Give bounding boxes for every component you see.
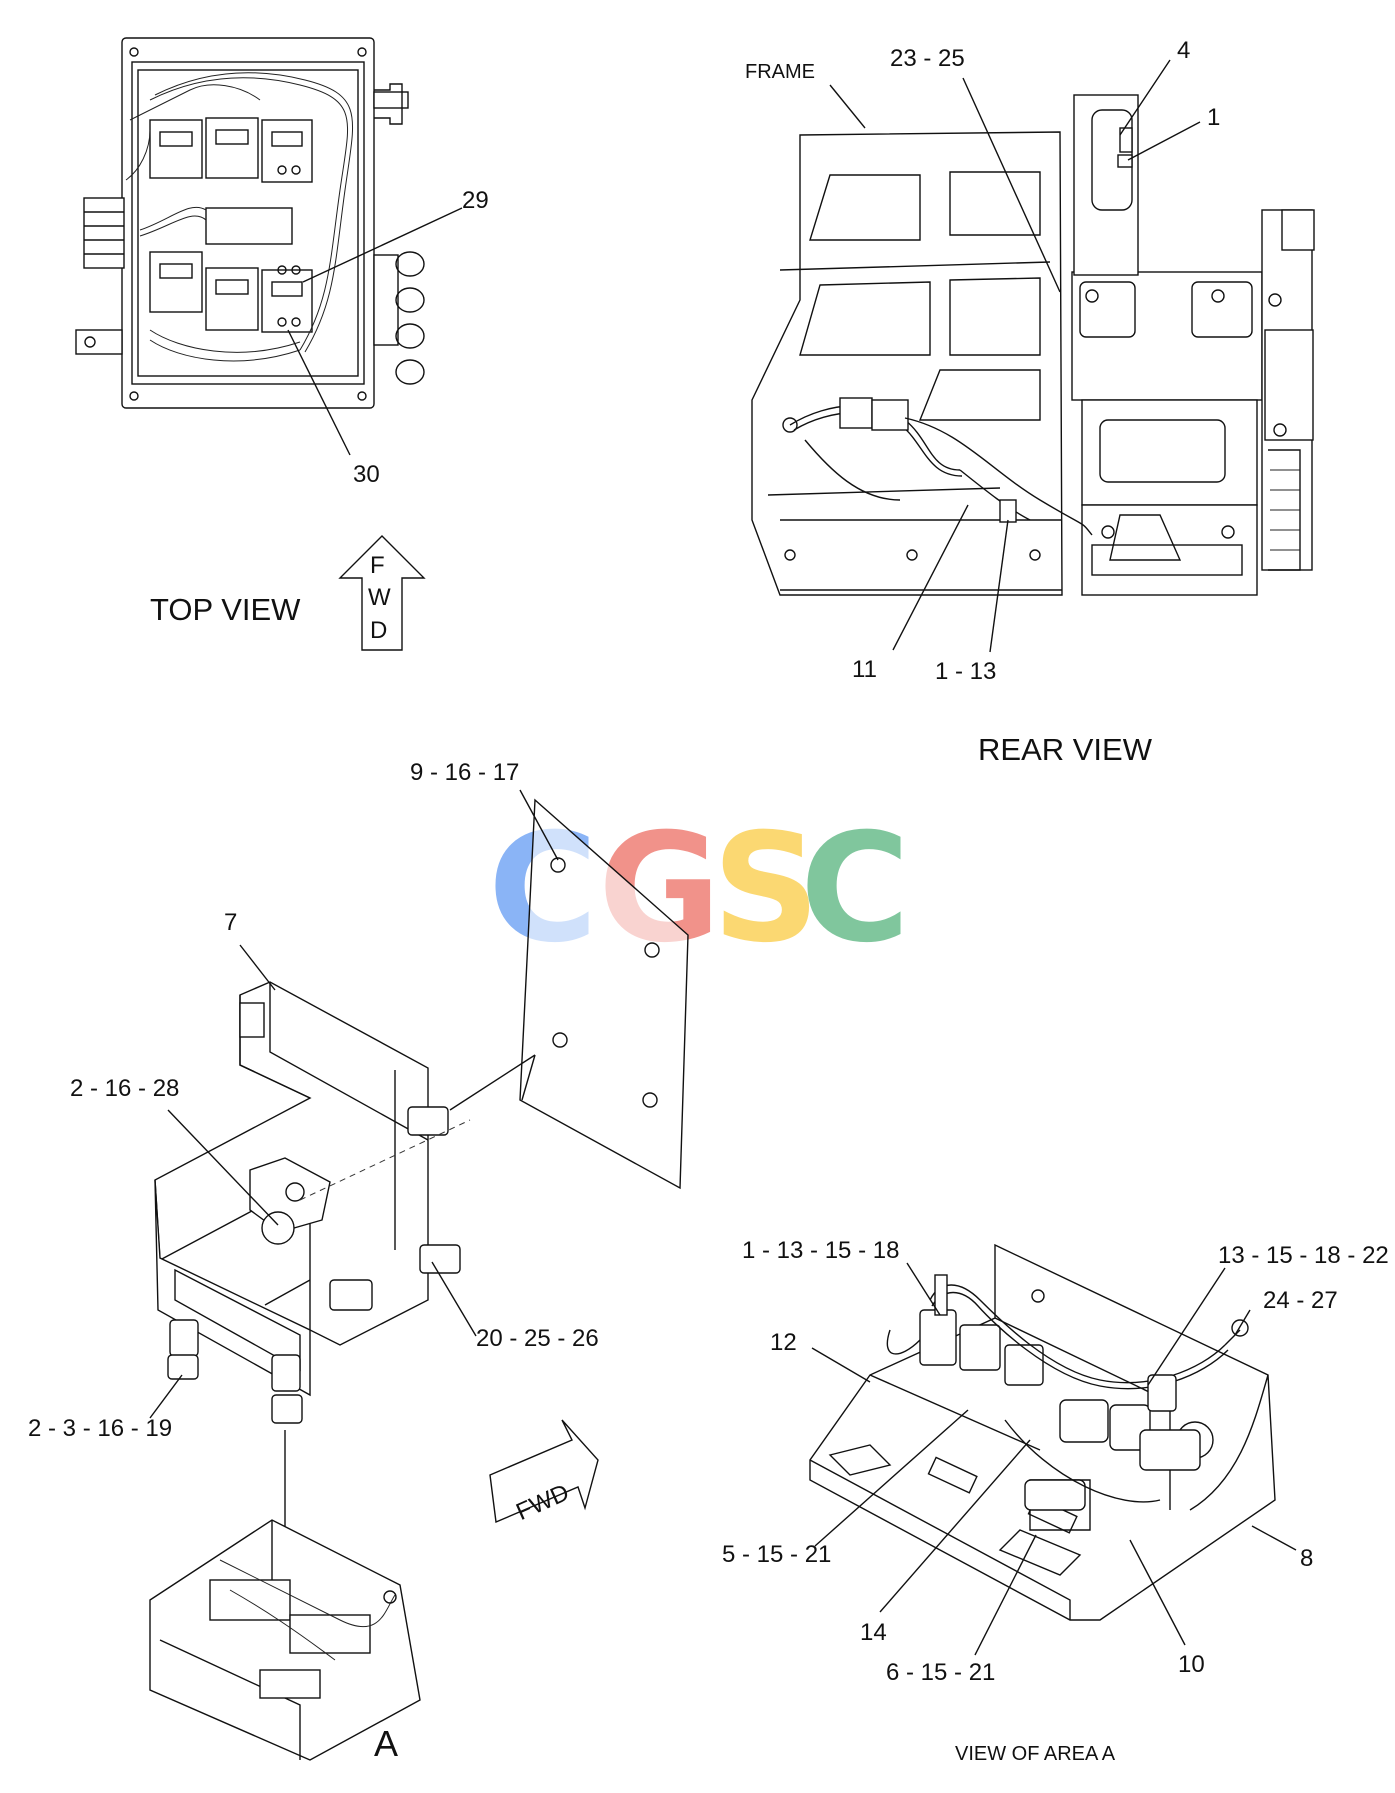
leader-1 — [1127, 121, 1201, 161]
callout-23-25: 23 - 25 — [890, 45, 965, 72]
leader-9-16-17 — [519, 789, 559, 861]
callout-1-13-15-18: 1 - 13 - 15 - 18 — [742, 1237, 899, 1264]
leader-8 — [1251, 1525, 1297, 1551]
leader-6-15-21 — [974, 1534, 1037, 1656]
leader-7 — [239, 944, 276, 991]
leader-13-15-18-22 — [1147, 1267, 1226, 1386]
leader-23-25 — [962, 77, 1061, 293]
callout-5-15-21: 5 - 15 - 21 — [722, 1541, 831, 1568]
callout-12: 12 — [770, 1329, 797, 1356]
leader-24-27 — [1234, 1309, 1251, 1336]
callout-24-27: 24 - 27 — [1263, 1287, 1338, 1314]
frame-label: FRAME — [745, 61, 815, 83]
leader-1-13 — [989, 519, 1009, 653]
callout-4: 4 — [1177, 37, 1190, 64]
rear-view-title: REAR VIEW — [978, 732, 1153, 767]
leader-2-3-16-19 — [149, 1374, 183, 1419]
callout-2-3-16-19: 2 - 3 - 16 - 19 — [28, 1415, 172, 1442]
fwd-letter-w: W — [368, 584, 391, 611]
callout-9-16-17: 9 - 16 - 17 — [410, 759, 519, 786]
callout-6-15-21: 6 - 15 - 21 — [886, 1659, 995, 1686]
leader-10 — [1129, 1539, 1186, 1646]
callout-2-16-28: 2 - 16 - 28 — [70, 1075, 179, 1102]
rear-view-assembly — [751, 94, 1315, 596]
leader-11 — [892, 504, 969, 651]
bracket-exploded-view — [149, 798, 689, 1761]
callout-10: 10 — [1178, 1651, 1205, 1678]
callout-11: 11 — [852, 656, 877, 683]
leader-4 — [1119, 59, 1171, 136]
watermark-letter-c2: C — [800, 802, 910, 976]
fwd-arrow-up-icon: F W D — [338, 535, 426, 651]
leader-frame — [829, 84, 866, 129]
fwd-arrow-diagonal-icon: FWD — [489, 1419, 599, 1526]
view-of-area-a-assembly — [809, 1243, 1276, 1621]
callout-30: 30 — [353, 461, 380, 488]
leader-14 — [879, 1439, 1031, 1613]
leader-30 — [287, 329, 351, 456]
watermark-letter-s: S — [712, 802, 820, 976]
area-a-marker: A — [374, 1723, 398, 1764]
callout-7: 7 — [224, 909, 237, 936]
leader-29 — [302, 207, 463, 283]
view-of-area-a-title: VIEW OF AREA A — [955, 1743, 1116, 1765]
leader-5-15-21 — [814, 1409, 969, 1547]
top-view-control-box — [75, 37, 425, 409]
leader-1-13-15-18 — [906, 1262, 941, 1316]
callout-14: 14 — [860, 1619, 887, 1646]
callout-13-15-18-22: 13 - 15 - 18 - 22 — [1218, 1242, 1389, 1269]
callout-1-13: 1 - 13 — [935, 658, 996, 685]
fwd-letter-f: F — [370, 552, 385, 579]
callout-1: 1 — [1207, 104, 1220, 131]
callout-20-25-26: 20 - 25 - 26 — [476, 1325, 599, 1352]
top-view-title: TOP VIEW — [150, 592, 301, 627]
leader-20-25-26 — [431, 1261, 477, 1337]
leader-2-16-28 — [167, 1109, 279, 1226]
fwd-letter-d: D — [370, 617, 387, 644]
leader-12 — [811, 1347, 871, 1383]
callout-8: 8 — [1300, 1545, 1313, 1572]
callout-29: 29 — [462, 187, 489, 214]
